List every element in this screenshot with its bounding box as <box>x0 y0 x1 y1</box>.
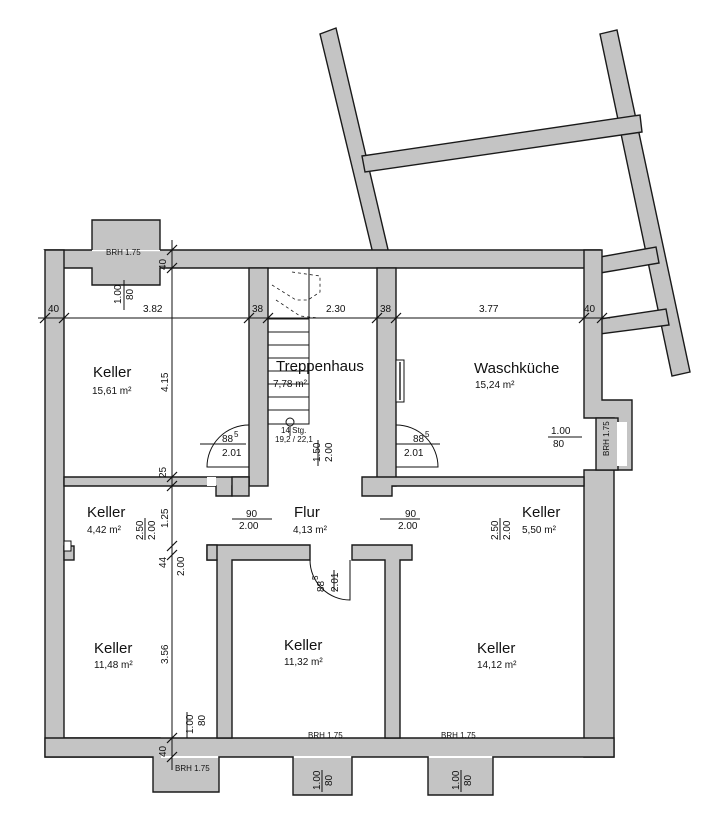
door-east-w-sup: 5 <box>425 430 430 439</box>
room-keller-nw-name: Keller <box>93 364 131 381</box>
openings <box>92 250 627 758</box>
room-keller-s-area: 11,32 m² <box>284 657 323 668</box>
dim-wall-top: 40 <box>158 258 169 270</box>
wall-treppe-wasch <box>376 267 397 487</box>
dim-wall-bottom: 40 <box>158 745 169 757</box>
door-s-w: 88 <box>316 580 327 592</box>
opening-labels: BRH 1.75 1.00 80 BRH 1.75 1.00 80 BRH 1.… <box>106 248 611 790</box>
flur-door-h-east: 2.00 <box>398 521 418 532</box>
room-keller-e-small-area: 5,50 m² <box>522 525 557 536</box>
wall-keller-sw-inner <box>206 544 218 561</box>
dim-wall-38b: 38 <box>380 304 392 315</box>
wall-north-rooms-east <box>361 476 585 497</box>
room-waschkueche-area: 15,24 m² <box>475 380 515 391</box>
flur-opening-w: 1.50 <box>312 442 323 462</box>
outer-wall-east <box>583 249 633 471</box>
wall-keller-treppe <box>248 267 269 487</box>
stair-step-size: 19,2 / 22,1 <box>275 435 313 444</box>
window-ne-east <box>617 422 627 466</box>
door-e-small-250: 2.50 <box>490 520 501 540</box>
dim-wall-e: 40 <box>584 304 596 315</box>
brh-north: BRH 1.75 <box>106 248 141 257</box>
door-arc-south <box>309 559 351 601</box>
stair-start-circle <box>285 417 295 427</box>
room-keller-nw-area: 15,61 m² <box>92 386 132 397</box>
brh-s: BRH 1.75 <box>308 731 343 740</box>
win-s-w: 1.00 <box>312 770 323 790</box>
annex-wall-cross <box>361 114 643 173</box>
dimension-lines <box>38 240 610 792</box>
win-se-w: 1.00 <box>451 770 462 790</box>
win-sw-w: 1.00 <box>185 714 196 734</box>
dim-room-h2: 3.56 <box>160 644 171 664</box>
dim-stair-w: 2.30 <box>326 304 346 315</box>
room-keller-se-name: Keller <box>477 640 515 657</box>
room-labels: Keller 15,61 m² Treppenhaus 7,78 m² 14 S… <box>87 358 560 671</box>
dim-h-125: 1.25 <box>160 508 171 528</box>
door-w-small-200: 2.00 <box>147 520 158 540</box>
flur-door-w-west: 90 <box>246 509 258 520</box>
door-s-w-sup: 5 <box>311 575 320 580</box>
west-wall-detail <box>63 540 72 552</box>
win-east-h: 80 <box>553 439 565 450</box>
door-swings <box>206 424 439 601</box>
brh-east: BRH 1.75 <box>602 421 611 456</box>
win-se-h: 80 <box>463 774 474 786</box>
win-north-h: 80 <box>125 288 136 300</box>
door-s-h: 2.01 <box>330 572 341 592</box>
room-keller-se-area: 14,12 m² <box>477 660 517 671</box>
room-keller-e-small-name: Keller <box>522 504 560 521</box>
room-treppenhaus-area: 7,78 m² <box>273 379 308 390</box>
door-east-w: 88 <box>413 434 425 445</box>
room-keller-sw-area: 11,48 m² <box>94 660 133 671</box>
room-flur-name: Flur <box>294 504 320 521</box>
door-flur-treppe-west <box>207 477 216 486</box>
door-west-w-sup: 5 <box>234 430 239 439</box>
win-sw-h: 80 <box>197 714 208 726</box>
wall-flur-south-east <box>351 544 413 739</box>
room-flur-area: 4,13 m² <box>293 525 328 536</box>
door-west-h: 2.01 <box>222 448 242 459</box>
door-east-h: 2.01 <box>404 448 424 459</box>
room-keller-s-name: Keller <box>284 637 322 654</box>
door-arc-east <box>395 424 439 468</box>
dimension-labels: 40 3.82 38 2.30 38 3.77 40 40 4.15 25 1.… <box>48 258 596 757</box>
dim-wall-38a: 38 <box>252 304 264 315</box>
door-e-small-200: 2.00 <box>502 520 513 540</box>
dim-room-w2: 3.77 <box>479 304 499 315</box>
door-sw-200: 2.00 <box>176 556 187 576</box>
staircase <box>267 267 321 436</box>
door-w-small-250: 2.50 <box>135 520 146 540</box>
brh-se: BRH 1.75 <box>441 731 476 740</box>
annex-wall-cross-3 <box>599 308 670 335</box>
stair-steps: 14 Stg. <box>281 426 306 435</box>
room-keller-w-small-name: Keller <box>87 504 125 521</box>
wall-north-rooms-west <box>63 476 250 497</box>
flur-door-w-east: 90 <box>405 509 417 520</box>
room-treppenhaus-name: Treppenhaus <box>276 358 364 375</box>
room-waschkueche-name: Waschküche <box>474 360 559 377</box>
room-keller-sw-name: Keller <box>94 640 132 657</box>
outer-wall-south <box>44 737 615 796</box>
flur-opening-h: 2.00 <box>324 442 335 462</box>
brh-sw: BRH 1.75 <box>175 764 210 773</box>
annex-wall-west <box>319 27 391 263</box>
door-west-w: 88 <box>222 434 234 445</box>
dim-room-w1: 3.82 <box>143 304 163 315</box>
wall-flur-west-stub <box>231 476 250 497</box>
dim-wall-44: 44 <box>158 556 169 568</box>
win-north-w: 1.00 <box>113 284 124 304</box>
win-east-w: 1.00 <box>551 426 571 437</box>
dim-wall-25: 25 <box>158 466 169 478</box>
win-s-h: 80 <box>324 774 335 786</box>
outer-wall-east-lower <box>583 469 615 758</box>
walls <box>43 27 691 796</box>
room-keller-w-small-area: 4,42 m² <box>87 525 122 536</box>
dim-wall-w: 40 <box>48 304 60 315</box>
door-arc-west <box>206 424 250 468</box>
flur-door-h-west: 2.00 <box>239 521 259 532</box>
dim-room-h1: 4.15 <box>160 372 171 392</box>
